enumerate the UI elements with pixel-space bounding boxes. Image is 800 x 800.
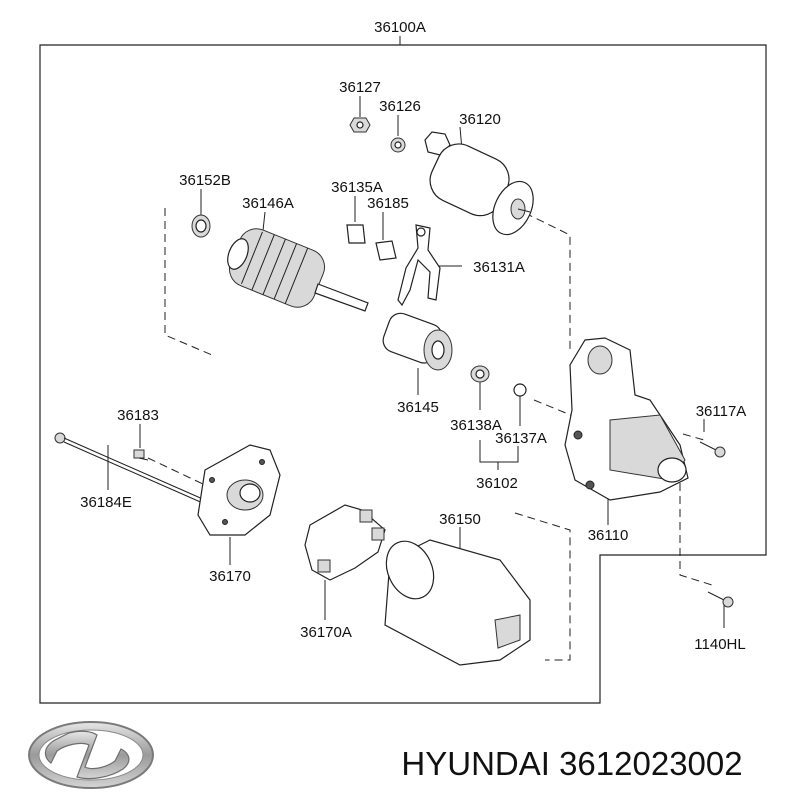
- part-label: 36170: [209, 568, 251, 585]
- brush-36185: [375, 240, 397, 261]
- armature-36146A: [227, 228, 369, 312]
- part-label: 36110: [588, 527, 629, 544]
- hyundai-logo-icon: [28, 721, 154, 789]
- part-label: 36131A: [473, 259, 525, 276]
- part-label: 36127: [339, 79, 381, 96]
- nut-36127: [349, 117, 371, 133]
- part-label: 36126: [379, 98, 421, 115]
- brand-caption: HYUNDAI 3612023002: [401, 745, 742, 782]
- part-label: 36135A: [331, 179, 383, 196]
- part-label: 36185: [367, 195, 409, 212]
- brush-36135A: [346, 224, 366, 244]
- part-label: 1140HL: [694, 636, 745, 653]
- part-label: 36120: [459, 111, 501, 128]
- part-label: 36146A: [242, 195, 294, 212]
- solenoid-36120: [424, 131, 534, 236]
- screw-36183: [133, 449, 149, 461]
- stopper-36138A: [470, 365, 490, 383]
- ring-36137A: [513, 383, 527, 397]
- part-label: 36152B: [179, 172, 231, 189]
- brush-holder-36170A: [304, 504, 386, 581]
- through-bolt-36184E: [54, 432, 206, 505]
- bolt-36117A: [699, 441, 726, 458]
- part-label: 36137A: [495, 430, 547, 447]
- housing-36110: [564, 337, 689, 501]
- assembly-frame: [39, 44, 767, 704]
- part-label: 36150: [439, 511, 481, 528]
- part-labels: 36100A 36127 36126 36120 36152B 36146A 3…: [80, 19, 746, 653]
- part-label: 36184E: [80, 494, 132, 511]
- pinion-36145: [382, 312, 453, 371]
- part-label: 36170A: [300, 624, 352, 641]
- yoke-36150: [384, 539, 531, 666]
- lever-36131A: [397, 224, 441, 307]
- part-label: 36145: [397, 399, 439, 416]
- end-cover-36170: [197, 444, 281, 536]
- part-label: 36117A: [696, 403, 747, 420]
- part-label: 36183: [117, 407, 159, 424]
- assembly-guide-lines: [147, 208, 713, 661]
- part-label: 36102: [476, 475, 518, 492]
- bolt-1140HL: [707, 591, 734, 608]
- part-label: 36138A: [450, 417, 502, 434]
- washer-36126: [390, 137, 406, 153]
- assembly-label: 36100A: [374, 19, 426, 36]
- seal-36152B: [191, 214, 211, 238]
